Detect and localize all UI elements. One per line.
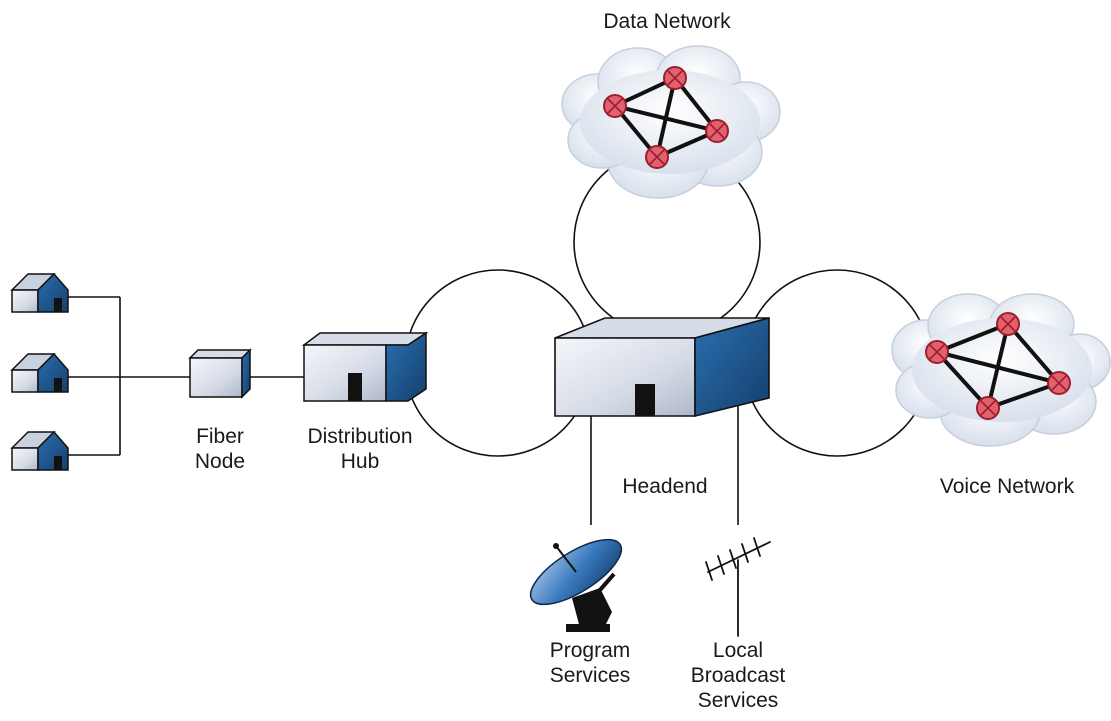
distribution-hub-label-line-2: Hub <box>340 450 380 473</box>
data-network-routers <box>603 66 729 169</box>
router-icon <box>925 340 949 364</box>
voice-network-label: Voice Network <box>939 475 1075 498</box>
headend-building-icon <box>554 316 770 418</box>
program-services-label-line-1: Program <box>549 639 631 662</box>
fiber-node-label-line-1: Fiber <box>196 425 244 448</box>
router-icon <box>996 312 1020 336</box>
router-icon <box>603 94 627 118</box>
fiber-node-label-line-2: Node <box>194 450 246 473</box>
router-icon <box>705 119 729 143</box>
local-broadcast-services-label: Local Broadcast Services <box>673 638 803 713</box>
local-broadcast-services-label-line-3: Services <box>697 689 779 712</box>
connector-lines <box>68 296 739 525</box>
house-icon <box>10 352 69 393</box>
headend-label: Headend <box>622 475 708 498</box>
program-services-label-line-2: Services <box>549 664 631 687</box>
router-icon <box>976 396 1000 420</box>
router-icon <box>645 145 669 169</box>
router-icon <box>663 66 687 90</box>
satellite-dish-icon <box>529 538 623 632</box>
distribution-hub-building-icon <box>301 331 429 402</box>
distribution-hub-label: Distribution Hub <box>285 424 435 474</box>
data-network-label: Data Network <box>603 10 731 33</box>
local-broadcast-services-label-line-1: Local <box>712 639 764 662</box>
house-icon <box>10 272 69 313</box>
router-icon <box>1047 371 1071 395</box>
distribution-hub-label-line-1: Distribution <box>307 425 413 448</box>
voice-network-routers <box>925 312 1071 420</box>
fiber-node-label: Fiber Node <box>170 424 270 474</box>
antenna-icon <box>705 537 771 637</box>
voice-network-mesh <box>935 322 1061 410</box>
fiber-node-box-icon <box>188 348 252 399</box>
program-services-label: Program Services <box>525 638 655 688</box>
house-icon <box>10 430 69 471</box>
local-broadcast-services-label-line-2: Broadcast <box>690 664 786 687</box>
